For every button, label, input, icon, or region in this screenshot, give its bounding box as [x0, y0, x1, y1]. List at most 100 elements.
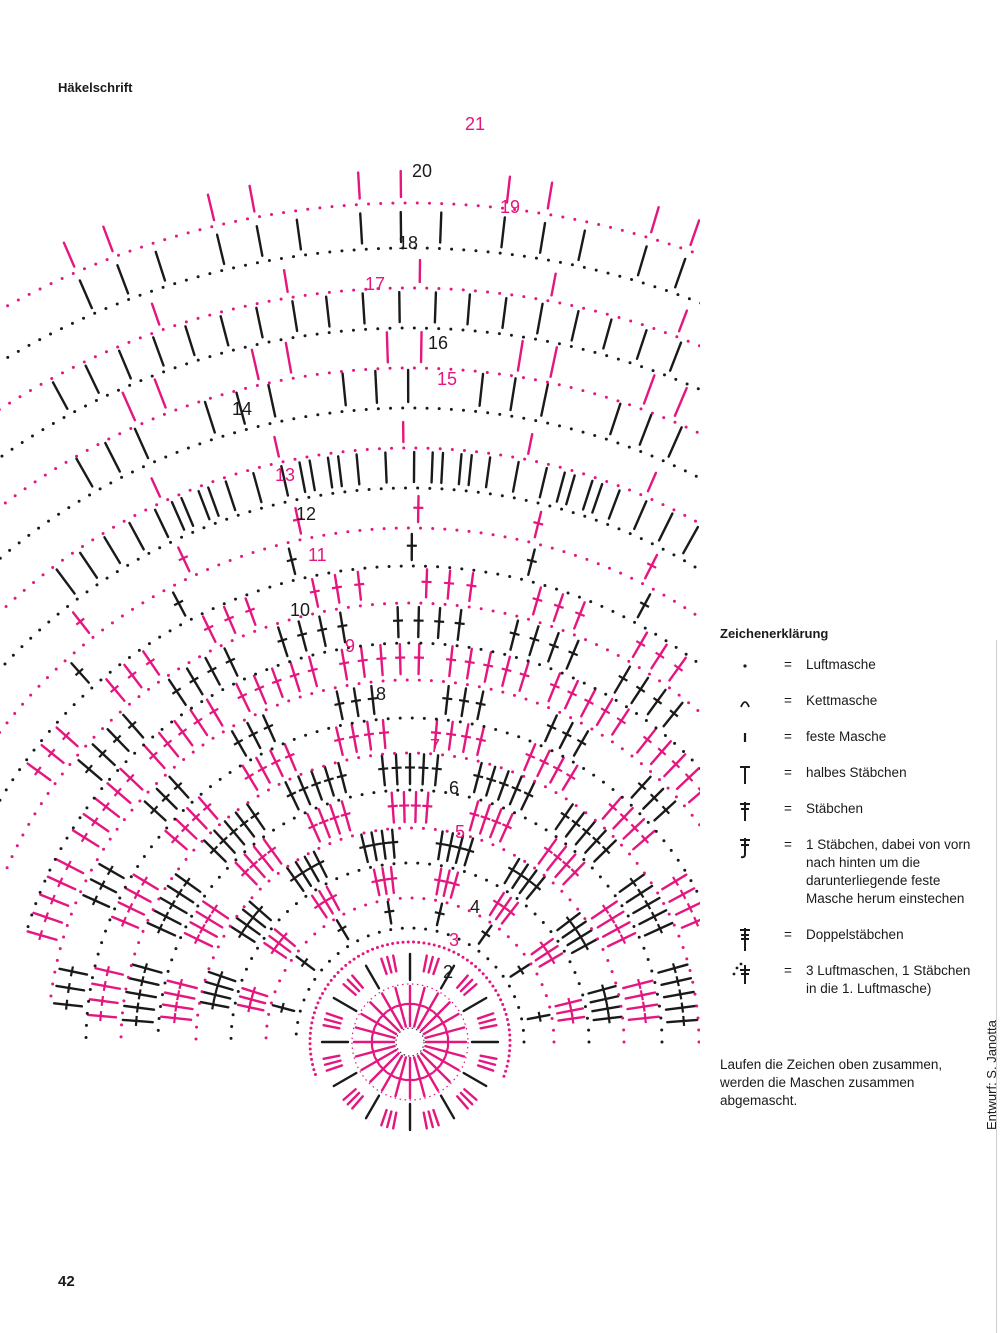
chain-dot	[133, 514, 137, 518]
chain-dot	[257, 465, 261, 469]
chain-dot	[629, 319, 633, 323]
chain-dot	[0, 798, 2, 802]
stitch-mark	[156, 923, 164, 934]
chain-dot	[338, 724, 342, 728]
chain-dot	[303, 293, 307, 297]
chain-dot	[82, 360, 86, 364]
chain-dot	[159, 1005, 163, 1009]
stitch-mark	[507, 866, 518, 874]
chain-dot	[15, 844, 19, 848]
chain-dot	[139, 245, 143, 249]
chain-dot	[444, 791, 448, 795]
stitch-mark	[171, 591, 187, 617]
chain-dot	[535, 972, 539, 976]
stitch-mark	[605, 1003, 610, 1014]
stitch-mark	[306, 864, 316, 872]
chain-dot	[173, 583, 177, 587]
stitch-mark	[298, 785, 309, 792]
chain-dot	[292, 417, 296, 421]
stitch-mark	[592, 836, 601, 845]
chain-dot	[264, 625, 268, 629]
chain-dot	[85, 448, 89, 452]
stitch-mark	[646, 562, 657, 569]
stitch-mark	[91, 817, 99, 827]
chain-dot	[677, 693, 681, 697]
chain-dot	[321, 688, 325, 692]
chain-dot	[79, 890, 83, 894]
stitch-mark	[244, 607, 256, 614]
round-number-label: 12	[296, 504, 316, 524]
chain-dot	[521, 1028, 525, 1032]
chain-dot	[630, 754, 634, 758]
chain-dot	[109, 718, 113, 722]
chain-dot	[699, 301, 700, 305]
chain-dot	[376, 327, 380, 331]
stitch-mark	[601, 796, 623, 820]
stitch-mark	[91, 743, 116, 767]
chain-dot	[296, 949, 300, 953]
chain-dot	[108, 777, 112, 781]
chain-dot	[210, 694, 214, 698]
stitch-mark	[618, 674, 628, 682]
stitch-mark	[476, 1064, 495, 1072]
chain-dot	[661, 459, 665, 463]
chain-dot	[620, 747, 624, 751]
chain-dot	[419, 526, 423, 530]
chain-dot	[231, 1013, 235, 1017]
chain-dot	[107, 437, 111, 441]
stitch-mark	[106, 728, 130, 753]
stitch-mark	[116, 264, 130, 295]
chain-dot	[520, 1017, 524, 1021]
stitch-mark	[335, 919, 350, 941]
stitch-mark	[133, 427, 150, 460]
stitch-mark	[650, 643, 668, 670]
chain-dot	[137, 941, 141, 945]
stitch-mark	[477, 924, 493, 945]
chain-dot	[108, 837, 112, 841]
chain-dot	[80, 544, 84, 548]
chain-dot	[294, 209, 298, 213]
chain-dot	[672, 464, 676, 468]
chain-dot	[664, 289, 668, 293]
stitch-mark	[457, 453, 463, 486]
stitch-mark	[255, 905, 264, 915]
chain-dot	[467, 795, 471, 799]
chain-dot	[667, 242, 671, 246]
chain-dot	[693, 612, 697, 616]
chain-dot	[637, 935, 641, 939]
stitch-mark	[636, 593, 652, 619]
chain-dot	[676, 293, 680, 297]
stitch-mark	[203, 839, 227, 863]
round-number-label: 18	[398, 233, 418, 253]
chain-dot	[496, 572, 500, 576]
chain-dot	[141, 929, 145, 933]
chain-dot	[127, 340, 131, 344]
legend-row: = halbes Stäbchen	[720, 764, 990, 784]
chain-dot	[279, 297, 283, 301]
chain-dot	[307, 495, 311, 499]
chain-dot	[642, 946, 646, 950]
stitch-mark	[568, 650, 579, 657]
stitch-mark	[202, 900, 230, 920]
stitch-mark	[207, 970, 237, 983]
chain-dot	[473, 289, 477, 293]
chain-dot	[467, 943, 471, 947]
stitch-mark	[323, 765, 335, 797]
chain-dot	[217, 875, 221, 879]
stitch-mark	[485, 765, 497, 797]
legend: = Luftmasche = Kettmasche = feste Masche…	[720, 656, 990, 1016]
stitch-mark	[359, 212, 364, 245]
stitch-mark	[339, 611, 347, 644]
stitch-mark	[572, 730, 590, 757]
chain-dot	[421, 826, 425, 830]
stitch-mark	[310, 894, 328, 919]
stitch-mark	[373, 1018, 381, 1028]
chain-dot	[572, 633, 576, 637]
chain-dot	[366, 934, 370, 938]
chain-dot	[544, 994, 548, 998]
chain-dot	[582, 265, 586, 269]
chain-dot	[246, 801, 250, 805]
chain-dot	[291, 295, 295, 299]
chain-dot	[389, 406, 393, 410]
chain-dot	[118, 663, 122, 667]
